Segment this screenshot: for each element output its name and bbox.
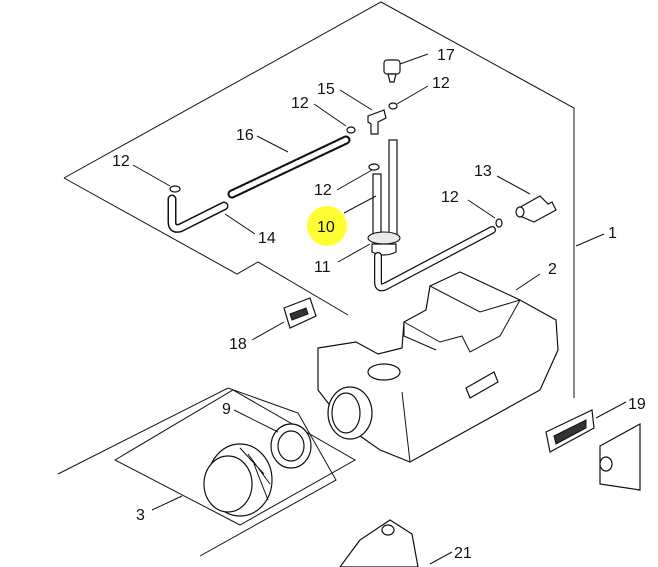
grommet-18 (283, 297, 317, 329)
subassembly-box (113, 389, 357, 526)
callout-12: 12 (314, 182, 332, 199)
callout-18: 18 (229, 336, 247, 353)
part-21-partial (339, 519, 419, 567)
assembly-outline-left (63, 177, 349, 316)
part-19-partial (545, 409, 641, 491)
tube-assembly-10 (367, 139, 496, 292)
callout-12: 12 (291, 95, 309, 112)
hose-14 (167, 194, 229, 233)
o-ring-12a (388, 102, 398, 110)
callout-15: 15 (317, 81, 335, 98)
callout-12: 12 (112, 153, 130, 170)
callout-17: 17 (437, 47, 455, 64)
callout-9: 9 (222, 401, 231, 418)
o-ring-12d (368, 163, 380, 171)
cap-3 (203, 443, 273, 517)
elbow-15 (367, 109, 387, 135)
callout-12: 12 (441, 189, 459, 206)
ring-9 (270, 423, 312, 469)
callout-2: 2 (548, 261, 557, 278)
fitting-13 (515, 195, 557, 223)
callout-12: 12 (432, 75, 450, 92)
o-ring-12c (169, 185, 181, 193)
callout-13: 13 (474, 163, 492, 180)
spring-16 (227, 135, 351, 199)
callout-1: 1 (608, 225, 617, 242)
cap-17 (383, 59, 401, 83)
callout-3: 3 (136, 507, 145, 524)
assembly-outline-bottom (57, 387, 337, 557)
callout-14: 14 (258, 230, 276, 247)
callout-19: 19 (628, 396, 646, 413)
callout-16: 16 (236, 127, 254, 144)
callout-10: 10 (317, 219, 335, 236)
o-ring-12b (346, 126, 356, 134)
o-ring-12e (495, 218, 503, 228)
callout-11: 11 (314, 259, 331, 276)
tank-2 (317, 271, 559, 463)
callout-21: 21 (454, 545, 472, 562)
highlight-marker (307, 206, 347, 246)
assembly-outline (63, 1, 575, 398)
